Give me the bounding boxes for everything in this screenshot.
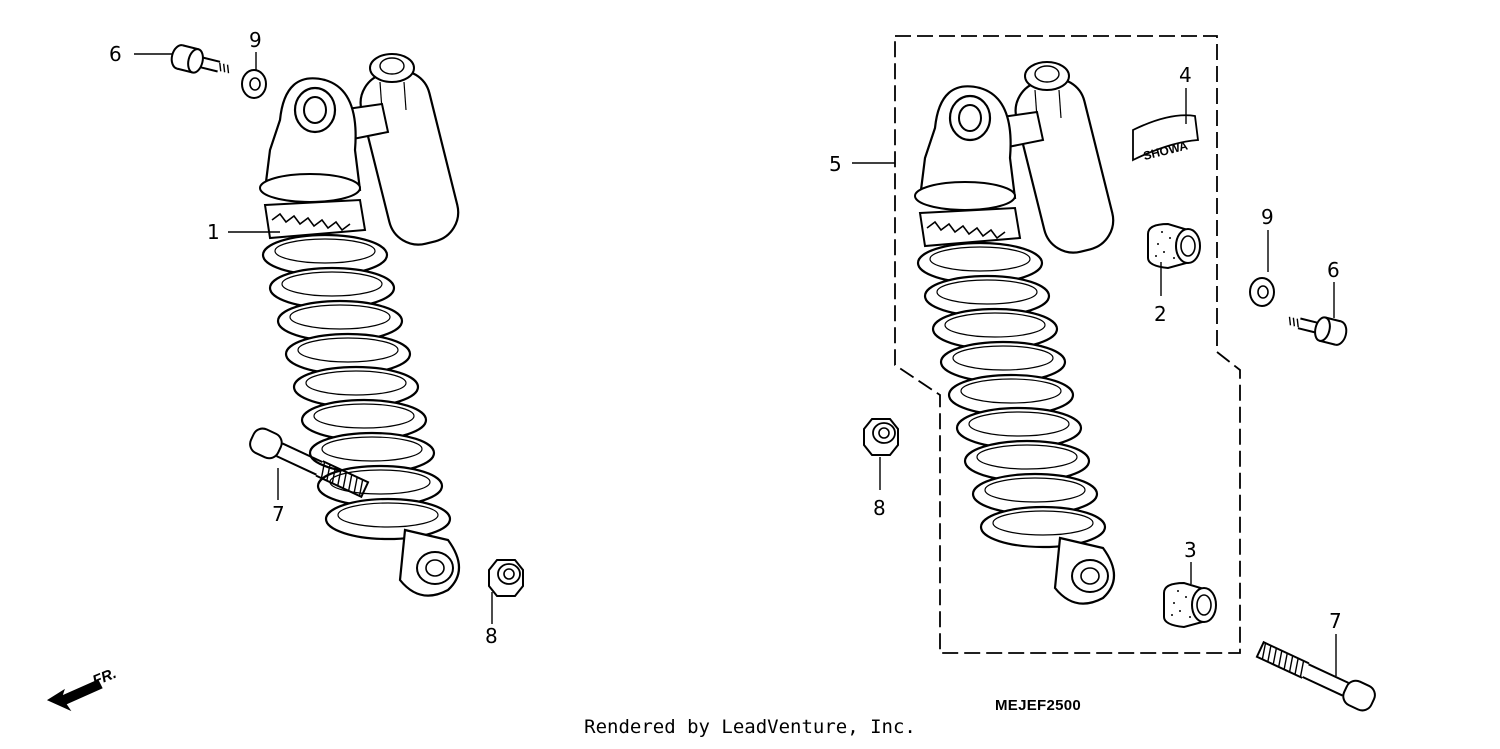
assembly-boundary xyxy=(894,35,1241,654)
callout-left-8: 8 xyxy=(485,624,498,648)
callout-right-3: 3 xyxy=(1184,538,1197,562)
right-bolt-6 xyxy=(1284,308,1350,348)
front-direction-arrow: FR. xyxy=(46,665,119,712)
callout-right-6: 6 xyxy=(1327,258,1340,282)
callout-left-1: 1 xyxy=(207,220,220,244)
right-bushing-3 xyxy=(1163,582,1217,628)
callout-right-4: 4 xyxy=(1179,63,1192,87)
right-bushing-2 xyxy=(1147,223,1201,269)
right-bolt-7 xyxy=(1253,636,1380,715)
callout-right-7: 7 xyxy=(1329,609,1342,633)
left-leader-lines xyxy=(134,52,493,624)
callout-left-6: 6 xyxy=(109,42,122,66)
right-shock-assembly xyxy=(915,62,1120,604)
diagram-code: MEJEF2500 xyxy=(995,697,1082,714)
right-nut-8 xyxy=(863,418,899,456)
left-bolt-6 xyxy=(168,42,234,82)
callout-right-5: 5 xyxy=(829,152,842,176)
footer-credit: Rendered by LeadVenture, Inc. xyxy=(584,716,916,738)
callout-left-9: 9 xyxy=(249,28,262,52)
callout-left-7: 7 xyxy=(272,502,285,526)
callout-right-9: 9 xyxy=(1261,205,1274,229)
callout-right-2: 2 xyxy=(1154,302,1167,326)
right-washer-9 xyxy=(1249,277,1275,307)
showa-decal: SHOWA xyxy=(1132,114,1200,163)
right-leader-lines xyxy=(852,88,1337,676)
left-washer-9 xyxy=(241,69,267,99)
front-direction-label: FR. xyxy=(90,665,119,690)
callout-right-8: 8 xyxy=(873,496,886,520)
left-shock-assembly xyxy=(260,54,465,596)
left-nut-8 xyxy=(488,559,524,597)
